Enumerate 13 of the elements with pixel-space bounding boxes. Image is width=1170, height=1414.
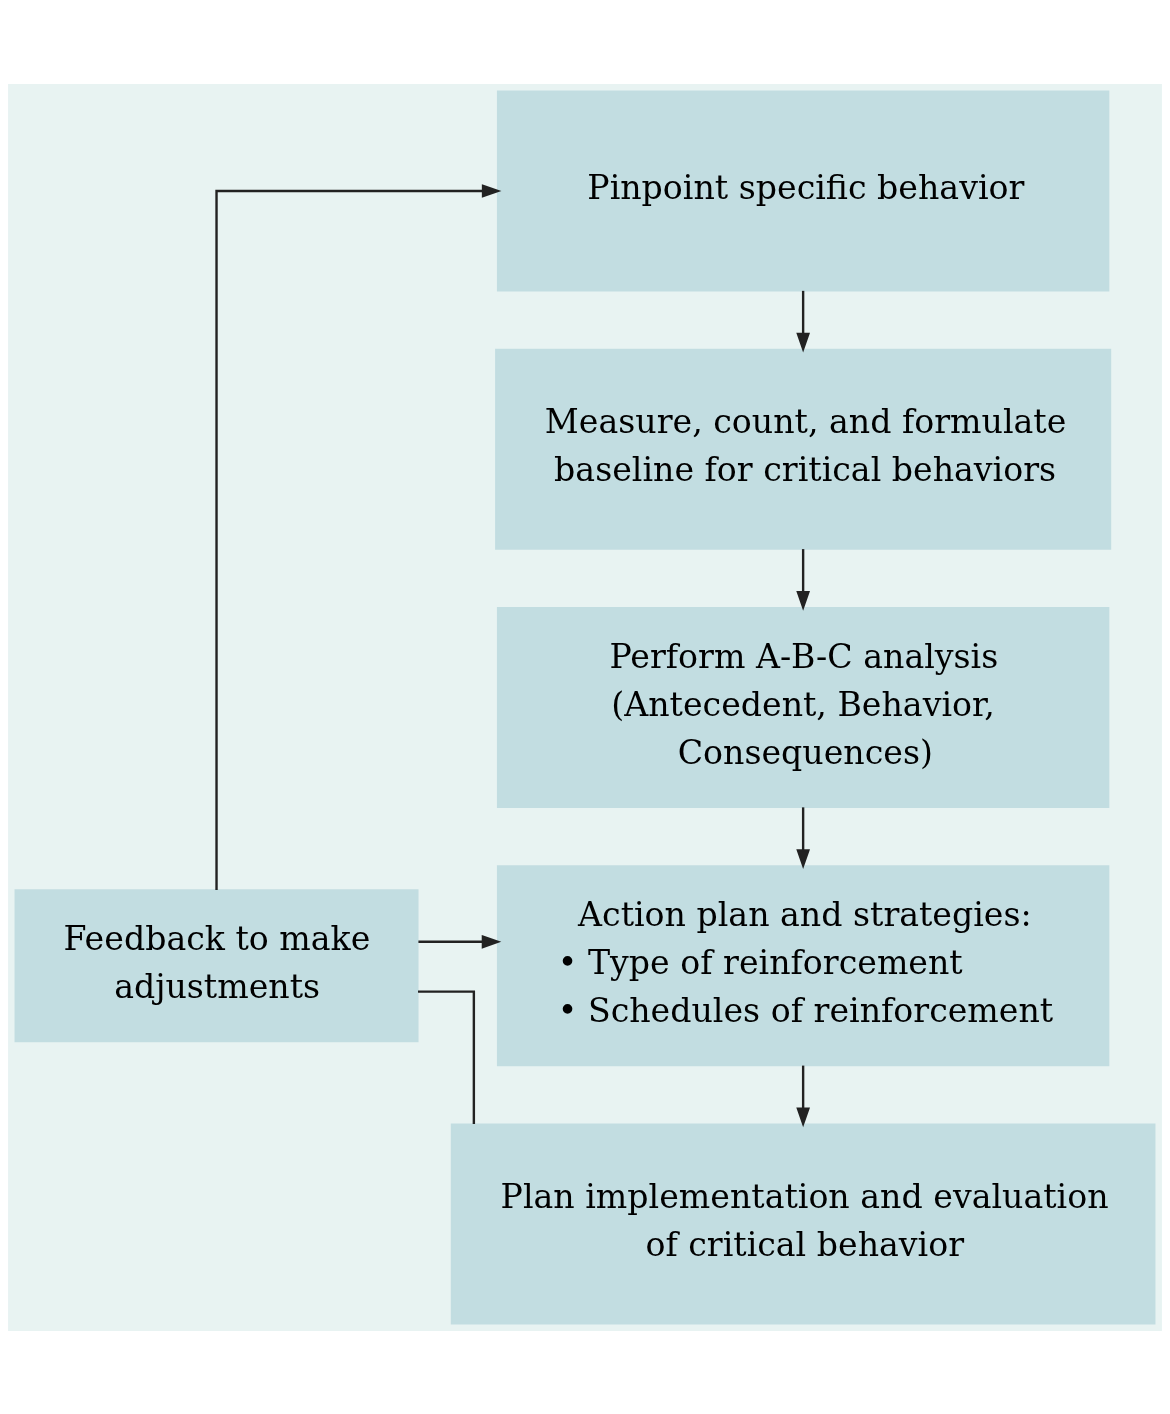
- node-box: Pinpoint specific behavior: [496, 89, 1110, 292]
- node-box: Measure, count, and formulate baseline for critical behaviors: [495, 348, 1112, 550]
- arrow: [418, 934, 502, 949]
- node-box: Perform A-B-C analysis (Antecedent, Behavior, Consequences): [496, 606, 1110, 808]
- node-box: Action plan and strategies: • Type of reinforcement • Schedules of reinforcement: [496, 864, 1110, 1066]
- connector: [418, 989, 476, 1124]
- arrow: [796, 548, 810, 611]
- node-box: Feedback to make adjustments: [14, 888, 419, 1042]
- arrow: [796, 806, 810, 869]
- arrow: [796, 290, 810, 352]
- arrow: [215, 183, 502, 890]
- node-box: Plan implementation and evaluation of critical behavior: [450, 1123, 1156, 1325]
- arrow: [796, 1065, 810, 1127]
